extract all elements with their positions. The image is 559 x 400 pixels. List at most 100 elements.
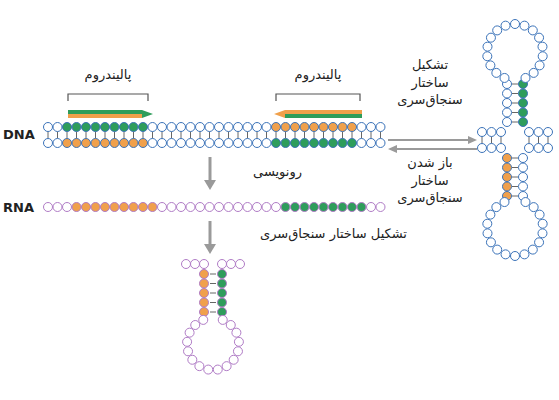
- base: [232, 328, 241, 337]
- base: [310, 139, 319, 148]
- base: [82, 203, 91, 212]
- base: [357, 139, 366, 148]
- base: [483, 219, 492, 228]
- base: [367, 123, 376, 132]
- base: [535, 238, 544, 247]
- base-pair: [285, 132, 286, 139]
- base-pair: [266, 132, 267, 139]
- base: [234, 139, 243, 148]
- base-pair: [76, 132, 77, 139]
- base: [182, 260, 191, 269]
- base: [110, 203, 119, 212]
- base-pair: [162, 132, 163, 139]
- base: [520, 250, 529, 259]
- base: [191, 260, 200, 269]
- base-pair: [124, 132, 125, 139]
- base: [300, 123, 309, 132]
- process-arrows: [204, 136, 477, 254]
- base: [53, 139, 62, 148]
- brackets: [68, 94, 360, 101]
- base: [222, 362, 231, 371]
- base-pair: [352, 132, 353, 139]
- base: [53, 203, 62, 212]
- base: [483, 52, 492, 61]
- base: [129, 123, 138, 132]
- base: [503, 99, 512, 108]
- base-pair: [512, 122, 518, 123]
- base: [167, 203, 176, 212]
- base: [357, 203, 366, 212]
- base: [234, 337, 243, 346]
- bracket: [276, 94, 360, 101]
- base: [234, 123, 243, 132]
- base: [191, 321, 200, 330]
- base: [243, 139, 252, 148]
- base: [158, 203, 167, 212]
- base-pair: [152, 132, 153, 139]
- base: [195, 362, 204, 371]
- base: [184, 347, 193, 356]
- base: [215, 139, 224, 148]
- base: [215, 123, 224, 132]
- base: [478, 128, 487, 137]
- base: [535, 33, 544, 42]
- base: [63, 123, 72, 132]
- base-pair: [114, 132, 115, 139]
- base-pair: [314, 132, 315, 139]
- base-pair: [342, 132, 343, 139]
- base: [218, 260, 227, 269]
- base: [281, 139, 290, 148]
- base: [538, 229, 547, 238]
- base: [82, 139, 91, 148]
- base: [519, 173, 528, 182]
- base: [204, 365, 213, 374]
- base: [367, 203, 376, 212]
- base-pair: [133, 132, 134, 139]
- base: [72, 139, 81, 148]
- base-pair: [548, 137, 549, 144]
- base: [200, 270, 209, 279]
- base: [493, 26, 502, 35]
- base: [205, 123, 214, 132]
- base: [291, 123, 300, 132]
- base-pair: [190, 132, 191, 139]
- base: [487, 128, 496, 137]
- base: [503, 108, 512, 117]
- base: [186, 123, 195, 132]
- base: [139, 203, 148, 212]
- base: [177, 123, 186, 132]
- base: [148, 203, 157, 212]
- base-pair: [482, 137, 483, 144]
- base: [167, 123, 176, 132]
- base-pair: [361, 132, 362, 139]
- base: [196, 139, 205, 148]
- base-pair: [210, 274, 216, 275]
- base: [236, 260, 245, 269]
- base: [503, 182, 512, 191]
- strand-name: RNA: [3, 199, 43, 217]
- base: [227, 260, 236, 269]
- strand-name: DNA: [3, 126, 43, 144]
- base: [544, 144, 553, 153]
- base: [281, 203, 290, 212]
- base: [272, 139, 281, 148]
- base: [158, 123, 167, 132]
- base: [486, 61, 495, 70]
- base-pair: [538, 137, 539, 144]
- base: [319, 123, 328, 132]
- base: [538, 219, 547, 228]
- annotation: تشکیل ساختار سنجاق‌سری: [392, 56, 468, 109]
- base: [487, 144, 496, 153]
- base: [218, 289, 227, 298]
- base-pair: [143, 132, 144, 139]
- base: [291, 139, 300, 148]
- base: [72, 203, 81, 212]
- base-pair: [512, 158, 518, 159]
- base: [120, 123, 129, 132]
- base: [196, 123, 205, 132]
- base: [148, 123, 157, 132]
- base-pair: [247, 132, 248, 139]
- base: [213, 365, 222, 374]
- base: [519, 163, 528, 172]
